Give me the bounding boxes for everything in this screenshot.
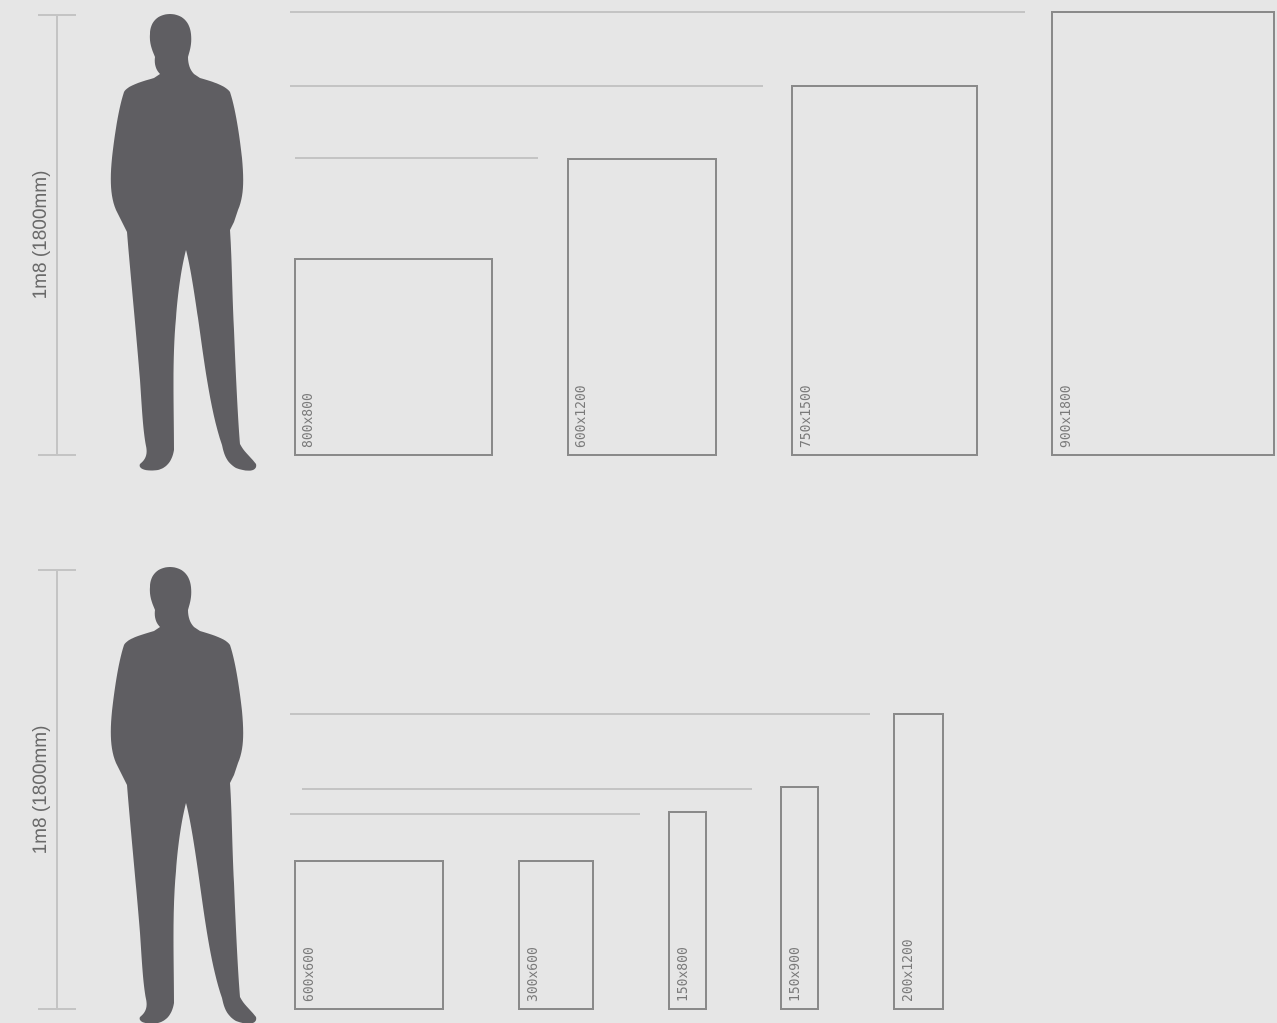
tile-label: 600x600 [302, 947, 317, 1002]
tile-label: 300x600 [526, 947, 541, 1002]
tile-150x900: 150x900 [781, 787, 818, 1009]
tile-750x1500: 750x1500 [792, 86, 977, 455]
tile-rect [295, 861, 443, 1009]
height-scale-label: 1m8 (1800mm) [30, 171, 51, 300]
tile-label: 750x1500 [799, 385, 814, 448]
human-silhouette-icon [111, 567, 256, 1023]
tile-900x1800: 900x1800 [1052, 12, 1274, 455]
panel-small-formats: 1m8 (1800mm) 600x600 300x600 150x800 150… [30, 567, 943, 1023]
tile-rect [568, 159, 716, 455]
tile-300x600: 300x600 [519, 861, 593, 1009]
tile-label: 900x1800 [1059, 385, 1074, 448]
tile-label: 150x800 [676, 947, 691, 1002]
height-scale-label: 1m8 (1800mm) [30, 726, 51, 855]
tile-200x1200: 200x1200 [894, 714, 943, 1009]
tile-rect [1052, 12, 1274, 455]
tile-rect [295, 259, 492, 455]
human-silhouette-icon [111, 14, 256, 471]
tile-600x1200: 600x1200 [568, 159, 716, 455]
tile-800x800: 800x800 [295, 259, 492, 455]
tile-rect [792, 86, 977, 455]
tile-label: 150x900 [788, 947, 803, 1002]
tile-label: 800x800 [301, 393, 316, 448]
tile-label: 600x1200 [574, 385, 589, 448]
tile-600x600: 600x600 [295, 861, 443, 1009]
tile-150x800: 150x800 [669, 812, 706, 1009]
panel-large-formats: 1m8 (1800mm) 800x800 600x1200 750x1500 9… [30, 12, 1274, 471]
tile-label: 200x1200 [901, 939, 916, 1002]
